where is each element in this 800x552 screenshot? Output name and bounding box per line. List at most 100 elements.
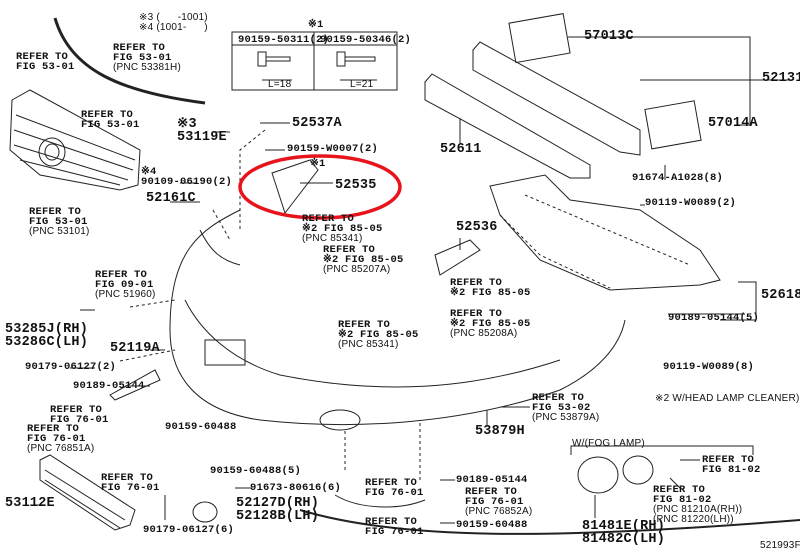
label-line: 90189-05144 bbox=[456, 474, 528, 486]
part-number-p-52537A: 52537A bbox=[292, 117, 342, 131]
part-number-p-90159-60488-r: 90159-60488 bbox=[456, 520, 528, 531]
label-line: (PNC 81220(LH)) bbox=[653, 514, 734, 525]
side-retainers bbox=[109, 159, 481, 401]
label-line: (PNC 76852A) bbox=[465, 506, 533, 517]
label-line: 90119-W0089(2) bbox=[645, 197, 737, 209]
label-line: REFER TO bbox=[323, 244, 376, 256]
label-line: 90159-60488 bbox=[165, 421, 237, 433]
label-line: FIG 76-01 bbox=[465, 496, 524, 508]
label-line: REFER TO bbox=[95, 269, 148, 281]
label-line: 91674-A1028(8) bbox=[632, 172, 724, 184]
part-number-p-90179-06127-2: 90179-06127(2) bbox=[25, 361, 117, 373]
note-note-headlamp: ※2 W/HEAD LAMP CLEANER) bbox=[655, 394, 800, 404]
label-line: 52131A bbox=[762, 71, 800, 86]
label-line: 52535 bbox=[335, 178, 377, 193]
note-fig-code: 521993F bbox=[760, 541, 800, 551]
part-number-p-52611: 52611 bbox=[440, 143, 482, 157]
label-line: FIG 76-01 bbox=[365, 487, 424, 499]
label-line: 90179-06127(2) bbox=[25, 361, 117, 373]
label-line: 521993F bbox=[760, 540, 800, 551]
label-line: 52128B(LH) bbox=[236, 509, 320, 524]
label-line: ※4 bbox=[141, 166, 157, 178]
label-line: REFER TO bbox=[338, 319, 391, 331]
label-line: REFER TO bbox=[101, 472, 154, 484]
label-line: W/(FOG LAMP) bbox=[572, 438, 645, 449]
reference-label-ref-85341-b: REFER TO※2 FIG 85-05(PNC 85341) bbox=[338, 320, 419, 350]
label-line: (PNC 85208A) bbox=[450, 328, 518, 339]
label-line: (PNC 51960) bbox=[95, 289, 156, 300]
label-line: FIG 53-02 bbox=[532, 402, 591, 414]
note-note-fog: W/(FOG LAMP) bbox=[572, 439, 645, 449]
label-line: ※2 W/HEAD LAMP CLEANER) bbox=[655, 393, 800, 404]
label-line: (PNC 85341) bbox=[338, 339, 399, 350]
label-line: (PNC 53381H) bbox=[113, 62, 181, 73]
label-line: 53119E bbox=[177, 130, 227, 145]
note-note-3-4: ※3 ( -1001)※4 (1001- ) bbox=[139, 13, 208, 33]
screw-part-number: 90159-50311(2) bbox=[238, 34, 330, 46]
label-line: REFER TO bbox=[465, 486, 518, 498]
label-line: REFER TO bbox=[450, 277, 503, 289]
label-line: REFER TO bbox=[81, 109, 134, 121]
screw-table bbox=[231, 31, 398, 91]
part-number-p-53285J: 53285J(RH)53286C(LH) bbox=[5, 322, 89, 350]
part-number-p-90119-W0089-8: 90119-W0089(8) bbox=[663, 361, 755, 373]
label-line: REFER TO bbox=[702, 454, 755, 466]
label-line: ※3 ( -1001) bbox=[139, 12, 208, 23]
part-number-p-91674-A1028: 91674-A1028(8) bbox=[632, 172, 724, 184]
label-line: FIG 81-02 bbox=[653, 494, 712, 506]
label-line: FIG 81-02 bbox=[702, 464, 761, 476]
part-number-p-52131A: 52131A bbox=[762, 71, 800, 86]
engine-under-cover bbox=[489, 174, 757, 321]
label-line: (PNC 53879A) bbox=[532, 412, 600, 423]
part-number-p-91673-80616: 91673-80616(6) bbox=[250, 483, 341, 494]
part-number-p-57014A: 57014A bbox=[708, 117, 758, 131]
label-line: ※2 FIG 85-05 bbox=[450, 318, 531, 330]
label-line: (PNC 81210A(RH)) bbox=[653, 504, 743, 515]
part-number-p-90159-60488-5: 90159-60488(5) bbox=[210, 466, 301, 477]
label-line: ※2 FIG 85-05 bbox=[323, 254, 404, 266]
label-line: 90109-06190(2) bbox=[141, 176, 233, 188]
label-line: REFER TO bbox=[16, 51, 69, 63]
reference-label-ref-85341-a: REFER TO※2 FIG 85-05(PNC 85341) bbox=[302, 214, 383, 244]
label-line: ※2 FIG 85-05 bbox=[338, 329, 419, 341]
brackets bbox=[459, 13, 790, 150]
part-number-p-90159-60488-l: 90159-60488 bbox=[165, 421, 237, 433]
label-line: ※4 (1001- ) bbox=[139, 22, 208, 33]
label-line: 53285J(RH) bbox=[5, 322, 89, 337]
label-line: (PNC 85341) bbox=[302, 233, 363, 244]
label-line: 52618 bbox=[761, 288, 800, 303]
label-line: 90159-W0007(2) bbox=[287, 143, 379, 155]
part-number-p-57013C: 57013C bbox=[584, 29, 634, 44]
label-line: 52127D(RH) bbox=[236, 496, 320, 511]
part-number-p-52618: 52618 bbox=[761, 288, 800, 303]
part-number-p-90189-05144-r: 90189-05144 bbox=[456, 474, 528, 486]
label-line: 90189-05144(5) bbox=[668, 312, 760, 324]
label-line: 90119-W0089(8) bbox=[663, 361, 755, 373]
label-line: REFER TO bbox=[653, 484, 706, 496]
label-line: FIG 76-01 bbox=[365, 526, 424, 538]
part-number-p-52536: 52536 bbox=[456, 221, 498, 235]
label-line: FIG 76-01 bbox=[27, 433, 86, 445]
label-line: FIG 53-01 bbox=[81, 119, 140, 131]
label-line: 53112E bbox=[5, 496, 55, 511]
leader-lines bbox=[30, 122, 745, 524]
part-number-p-90159-W0007: 90159-W0007(2) bbox=[287, 143, 379, 155]
label-line: 52161C bbox=[146, 191, 196, 206]
label-line: FIG 76-01 bbox=[50, 414, 109, 426]
label-line: REFER TO bbox=[50, 404, 103, 416]
bumper-cover bbox=[169, 209, 800, 535]
part-number-p-90179-06127-6: 90179-06127(6) bbox=[143, 525, 234, 536]
screw-table-marker: ※1 bbox=[308, 19, 324, 31]
part-number-p-52127D: 52127D(RH)52128B(LH) bbox=[236, 496, 320, 524]
part-number-p-90189-05144-l: 90189-05144 bbox=[73, 381, 145, 392]
label-line: FIG 09-01 bbox=[95, 279, 154, 291]
reference-label-ref-85207A: REFER TO※2 FIG 85-05(PNC 85207A) bbox=[323, 245, 404, 275]
label-line: 57013C bbox=[584, 29, 634, 44]
